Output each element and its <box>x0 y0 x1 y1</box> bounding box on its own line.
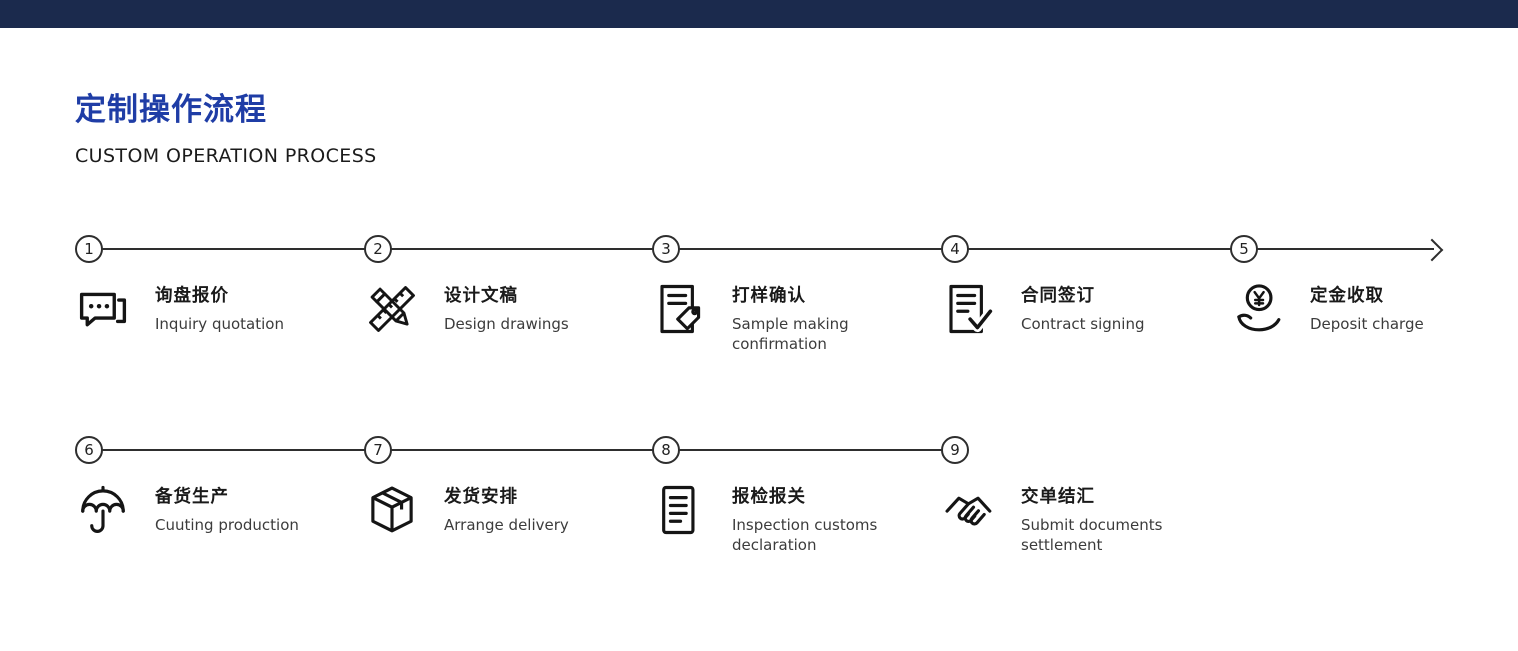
process-step: 打样确认 Sample making confirmation <box>652 281 937 355</box>
step-number-node: 6 <box>75 436 103 464</box>
step-title: 报检报关 <box>732 487 806 507</box>
step-subtitle: Sample making confirmation <box>732 315 849 354</box>
process-step: 交单结汇 Submit documents settlement <box>941 482 1226 556</box>
timeline-line-row1 <box>89 248 1434 250</box>
coin-hand-icon <box>1230 281 1286 337</box>
step-subtitle: Inquiry quotation <box>155 315 284 333</box>
document-tag-icon <box>652 281 708 337</box>
step-subtitle: Contract signing <box>1021 315 1145 333</box>
timeline-line-row2 <box>89 449 955 451</box>
page-subtitle: CUSTOM OPERATION PROCESS <box>75 145 377 167</box>
top-navy-bar <box>0 0 1518 28</box>
step-number-node: 3 <box>652 235 680 263</box>
process-step: 定金收取 Deposit charge <box>1230 281 1515 337</box>
step-subtitle: Submit documents settlement <box>1021 516 1163 555</box>
process-step: 合同签订 Contract signing <box>941 281 1226 337</box>
chat-bubbles-icon <box>75 281 131 337</box>
handshake-icon <box>941 482 997 538</box>
process-step: 设计文稿 Design drawings <box>364 281 649 337</box>
page-title: 定制操作流程 <box>75 92 267 128</box>
step-number-node: 2 <box>364 235 392 263</box>
process-step: 报检报关 Inspection customs declaration <box>652 482 937 556</box>
step-title: 设计文稿 <box>444 286 518 306</box>
package-box-icon <box>364 482 420 538</box>
process-step: 发货安排 Arrange delivery <box>364 482 649 538</box>
step-subtitle: Inspection customs declaration <box>732 516 878 555</box>
step-title: 备货生产 <box>155 487 229 507</box>
ruler-pencil-icon <box>364 281 420 337</box>
section-header: 定制操作流程 CUSTOM OPERATION PROCESS <box>75 84 377 167</box>
step-title: 定金收取 <box>1310 286 1384 306</box>
umbrella-icon <box>75 482 131 538</box>
step-title: 发货安排 <box>444 487 518 507</box>
step-subtitle: Arrange delivery <box>444 516 569 534</box>
step-number-node: 4 <box>941 235 969 263</box>
process-step: 询盘报价 Inquiry quotation <box>75 281 360 337</box>
process-step: 备货生产 Cuuting production <box>75 482 360 538</box>
step-number-node: 7 <box>364 436 392 464</box>
step-title: 询盘报价 <box>155 286 229 306</box>
step-title: 交单结汇 <box>1021 487 1095 507</box>
step-subtitle: Cuuting production <box>155 516 299 534</box>
timeline-arrow-icon <box>1420 238 1444 262</box>
step-title: 合同签订 <box>1021 286 1095 306</box>
step-title: 打样确认 <box>732 286 806 306</box>
step-number-node: 9 <box>941 436 969 464</box>
document-lines-icon <box>652 482 708 538</box>
step-subtitle: Deposit charge <box>1310 315 1424 333</box>
step-subtitle: Design drawings <box>444 315 569 333</box>
step-number-node: 1 <box>75 235 103 263</box>
document-check-icon <box>941 281 997 337</box>
step-number-node: 5 <box>1230 235 1258 263</box>
step-number-node: 8 <box>652 436 680 464</box>
